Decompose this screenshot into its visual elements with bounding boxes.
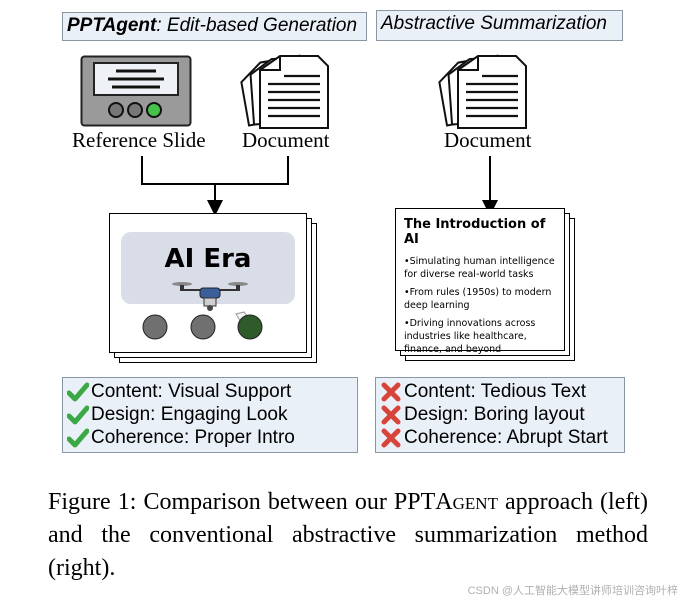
left-slide-stack: AI Era: [109, 213, 319, 365]
reference-slide-icon: [80, 55, 192, 127]
watermark: CSDN @人工智能大模型讲师培训咨询叶梓: [467, 585, 678, 597]
result-text: Coherence: Abrupt Start: [404, 426, 608, 448]
connector-arrows: [141, 156, 498, 216]
caption-smallcaps: Agent: [435, 489, 498, 515]
check-icon: [65, 428, 91, 448]
right-results-box: Content: Tedious Text Design: Boring lay…: [375, 377, 625, 453]
result-row: Design: Boring layout: [378, 403, 624, 426]
left-header-bold: PPTAgent: [67, 15, 157, 36]
grey-circle-icon: [142, 314, 168, 340]
caption-prefix: Figure 1: Comparison between our PPT: [48, 489, 436, 515]
caption-rest: approach (left) and the conventional abs…: [48, 489, 648, 581]
left-header-rest: : Edit-based Generation: [156, 15, 358, 36]
result-row: Content: Tedious Text: [378, 380, 624, 403]
result-text: Content: Visual Support: [91, 380, 292, 402]
cross-icon: [378, 405, 404, 425]
check-icon: [65, 382, 91, 402]
document-icon: [240, 54, 329, 129]
left-panel-header: PPTAgent: Edit-based Generation: [62, 12, 367, 41]
grey-circle-icon: [190, 314, 216, 340]
slide-buttons: [142, 314, 263, 340]
result-row: Coherence: Abrupt Start: [378, 426, 624, 449]
left-document-label: Document: [242, 128, 330, 152]
result-text: Content: Tedious Text: [404, 380, 587, 402]
check-icon: [65, 405, 91, 425]
result-text: Design: Engaging Look: [91, 403, 288, 425]
right-document-label: Document: [444, 128, 532, 152]
text-slide: The Introduction of AI •Simulating human…: [395, 208, 565, 355]
result-text: Coherence: Proper Intro: [91, 426, 295, 448]
text-slide-title: The Introduction of AI: [404, 217, 546, 247]
cross-icon: [378, 382, 404, 402]
figure-caption: Figure 1: Comparison between our PPTAgen…: [48, 486, 648, 585]
slide-title: AI Era: [164, 244, 252, 274]
result-row: Content: Visual Support: [65, 380, 357, 403]
text-slide-bullet: •Driving innovations across industries l…: [404, 318, 536, 355]
document-icon: [438, 54, 527, 129]
cross-icon: [378, 428, 404, 448]
result-text: Design: Boring layout: [404, 403, 585, 425]
result-row: Design: Engaging Look: [65, 403, 357, 426]
result-row: Coherence: Proper Intro: [65, 426, 357, 449]
green-circle-icon: [237, 314, 263, 340]
text-slide-bullet: •From rules (1950s) to modern deep learn…: [404, 287, 552, 311]
reference-slide-label: Reference Slide: [72, 128, 206, 152]
right-panel-header: Abstractive Summarization: [376, 10, 623, 41]
left-results-box: Content: Visual Support Design: Engaging…: [62, 377, 358, 453]
right-slide-stack: The Introduction of AI •Simulating human…: [395, 208, 577, 363]
drone-icon: [172, 282, 248, 311]
generated-slide: AI Era: [109, 213, 307, 353]
right-header-text: Abstractive Summarization: [381, 13, 607, 34]
text-slide-bullet: •Simulating human intelligence for diver…: [404, 256, 555, 280]
